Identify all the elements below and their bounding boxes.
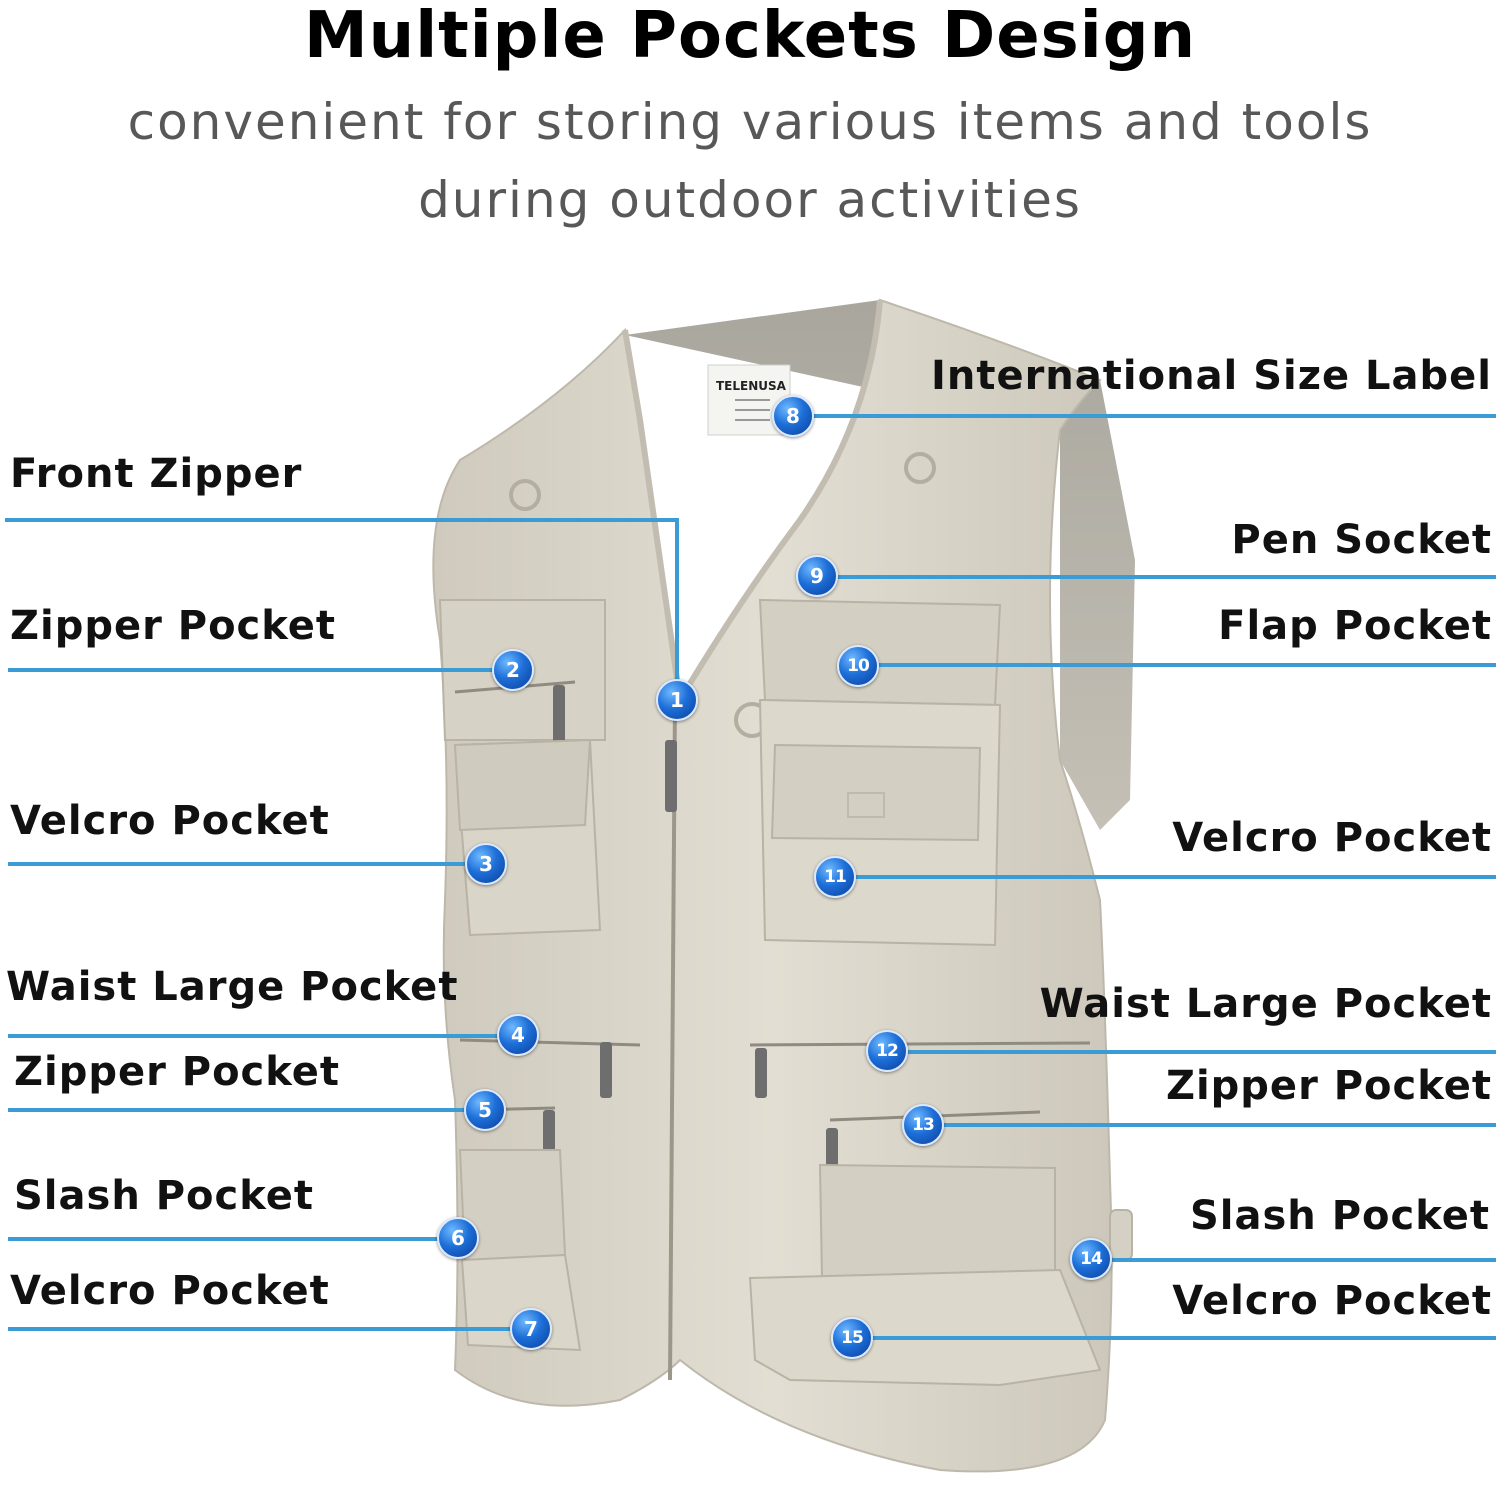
callout-label-zipper-pocket-lower-right: Zipper Pocket [1165,1063,1492,1109]
callout-line-5 [8,1108,478,1112]
size-label-brand: TELENUSA [716,379,787,393]
callout-line-12 [900,1050,1496,1054]
callout-line-10 [870,663,1496,667]
callout-line-1 [5,518,679,522]
callout-line-2 [8,668,508,672]
callout-label-flap-pocket: Flap Pocket [1218,603,1492,649]
callout-badge-15: 15 [831,1317,873,1359]
subtitle-line-1: convenient for storing various items and… [127,93,1373,151]
callout-label-zipper-pocket-lower-left: Zipper Pocket [14,1049,341,1095]
callout-line-14 [1105,1258,1496,1262]
callout-line-13 [935,1123,1496,1127]
callout-label-waist-large-pocket-left: Waist Large Pocket [6,964,459,1010]
callout-badge-14: 14 [1070,1238,1112,1280]
callout-badge-5: 5 [464,1089,506,1131]
callout-line-8 [800,414,1496,418]
callout-line-9 [830,575,1496,579]
callout-line-11 [850,875,1496,879]
callout-label-velcro-pocket-lower-right: Velcro Pocket [1172,1278,1492,1324]
subtitle-line-2: during outdoor activities [418,171,1082,229]
callout-label-international-size-label: International Size Label [930,353,1492,399]
callout-badge-7: 7 [510,1308,552,1350]
callout-label-zipper-pocket-left: Zipper Pocket [10,603,337,649]
callout-line-7 [8,1327,523,1331]
callout-label-slash-pocket-right: Slash Pocket [1189,1193,1490,1239]
callout-label-front-zipper: Front Zipper [10,451,303,497]
callout-line-6 [8,1237,448,1241]
callout-line-4 [8,1034,508,1038]
callout-badge-12: 12 [866,1030,908,1072]
callout-badge-13: 13 [902,1104,944,1146]
callout-badge-2: 2 [492,649,534,691]
callout-badge-3: 3 [465,843,507,885]
callout-badge-8: 8 [772,395,814,437]
callout-label-velcro-pocket-lower-left: Velcro Pocket [10,1268,330,1314]
callout-label-velcro-pocket-right: Velcro Pocket [1172,815,1492,861]
callout-label-velcro-pocket-left: Velcro Pocket [10,798,330,844]
callout-label-pen-socket: Pen Socket [1231,517,1492,563]
callout-line-3 [8,862,478,866]
callout-line-15 [865,1336,1496,1340]
callout-badge-1: 1 [656,679,698,721]
callout-line-1-vertical [675,518,679,688]
callout-badge-10: 10 [837,645,879,687]
callout-badge-9: 9 [796,555,838,597]
callout-label-slash-pocket-left: Slash Pocket [14,1173,315,1219]
page-title: Multiple Pockets Design [303,0,1197,73]
callout-label-waist-large-pocket-right: Waist Large Pocket [1039,981,1492,1027]
callout-badge-4: 4 [497,1014,539,1056]
callout-badge-11: 11 [814,856,856,898]
callout-badge-6: 6 [437,1217,479,1259]
